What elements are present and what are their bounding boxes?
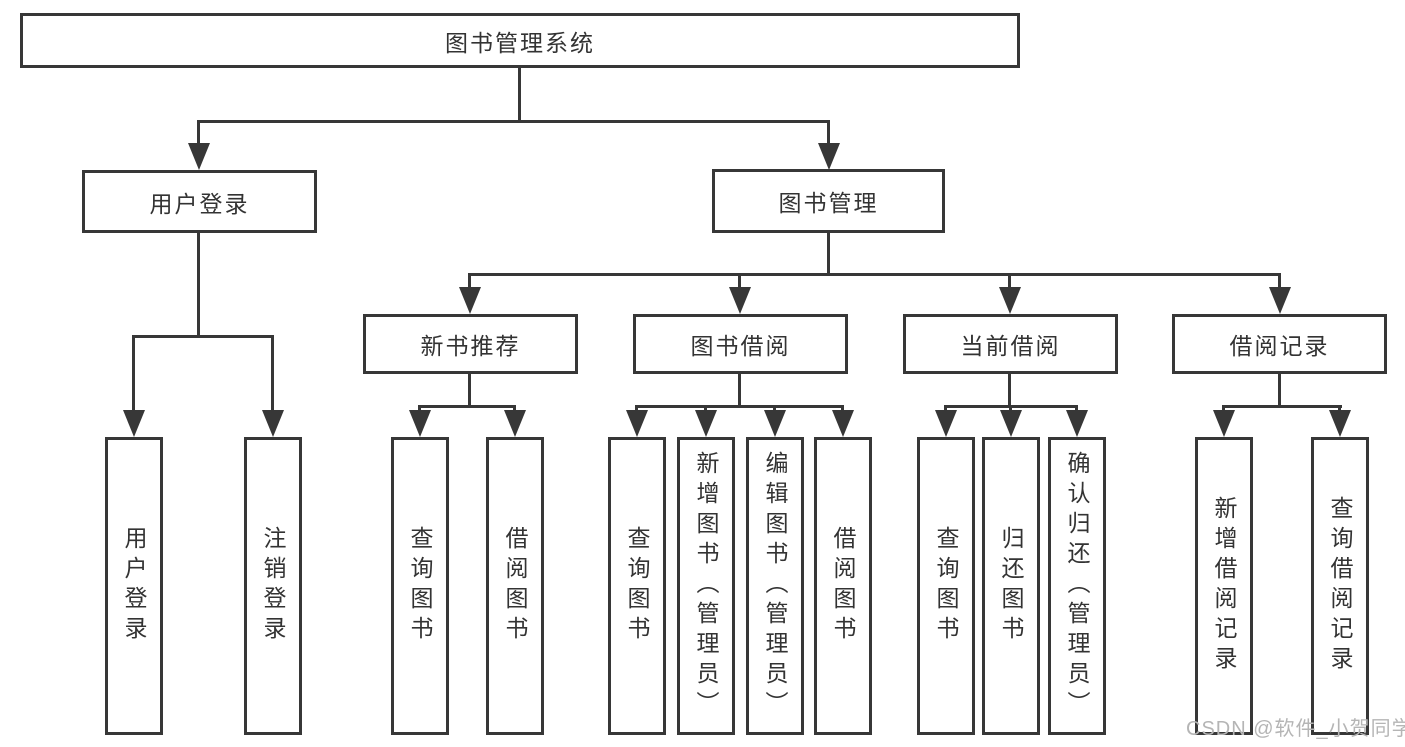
connector-line xyxy=(418,405,516,408)
leaf-logout: 注销登录 xyxy=(244,437,302,735)
leaf-user-login: 用户登录 xyxy=(105,437,163,735)
connector-line xyxy=(827,120,830,145)
arrow-down xyxy=(764,410,786,437)
arrow-down xyxy=(1000,410,1022,437)
leaf-return-book: 归还图书 xyxy=(982,437,1040,735)
leaf-borrow-books-borrow: 借阅图书 xyxy=(814,437,872,735)
connector-line xyxy=(468,273,1281,276)
node-user-login: 用户登录 xyxy=(82,170,317,233)
arrow-down xyxy=(1269,287,1291,314)
connector-line xyxy=(197,120,200,145)
connector-line xyxy=(1278,273,1281,290)
connector-line xyxy=(468,374,471,405)
leaf-add-book-admin: 新增图书（管理员） xyxy=(677,437,735,735)
arrow-down xyxy=(626,410,648,437)
connector-line xyxy=(1278,374,1281,405)
connector-line xyxy=(271,335,274,412)
arrow-down xyxy=(1329,410,1351,437)
connector-line xyxy=(518,68,521,120)
leaf-add-borrow-record: 新增借阅记录 xyxy=(1195,437,1253,735)
leaf-confirm-return-admin: 确认归还（管理员） xyxy=(1048,437,1106,735)
connector-line xyxy=(1222,405,1225,413)
leaf-edit-book-admin: 编辑图书（管理员） xyxy=(746,437,804,735)
arrow-down xyxy=(999,287,1021,314)
arrow-down xyxy=(123,410,145,437)
connector-line xyxy=(197,120,830,123)
connector-line xyxy=(773,405,776,413)
leaf-borrow-books-recommend: 借阅图书 xyxy=(486,437,544,735)
connector-line xyxy=(704,405,707,413)
connector-line xyxy=(1338,405,1341,413)
connector-line xyxy=(944,405,947,413)
connector-line xyxy=(1222,405,1342,408)
connector-line xyxy=(827,233,830,274)
node-book-borrow: 图书借阅 xyxy=(633,314,848,374)
leaf-query-books-current: 查询图书 xyxy=(917,437,975,735)
leaf-query-books-recommend: 查询图书 xyxy=(391,437,449,735)
connector-line xyxy=(1008,273,1011,290)
node-book-management: 图书管理 xyxy=(712,169,945,233)
arrow-down xyxy=(1066,410,1088,437)
arrow-down xyxy=(818,143,840,170)
arrow-down xyxy=(262,410,284,437)
leaf-query-books-borrow: 查询图书 xyxy=(608,437,666,735)
leaf-query-borrow-record: 查询借阅记录 xyxy=(1311,437,1369,735)
arrow-down xyxy=(504,410,526,437)
connector-line xyxy=(738,273,741,290)
connector-line xyxy=(1008,374,1011,405)
connector-line xyxy=(841,405,844,413)
arrow-down xyxy=(729,287,751,314)
connector-line xyxy=(197,232,200,335)
connector-line xyxy=(635,405,844,408)
arrow-down xyxy=(832,410,854,437)
csdn-watermark: CSDN @软件_小贺同学 xyxy=(1186,718,1405,740)
connector-line xyxy=(132,335,274,338)
connector-line xyxy=(1009,405,1012,413)
connector-line xyxy=(635,405,638,413)
arrow-down xyxy=(695,410,717,437)
connector-line xyxy=(418,405,421,413)
arrow-down xyxy=(188,143,210,170)
arrow-down xyxy=(935,410,957,437)
arrow-down xyxy=(1213,410,1235,437)
node-borrow-records: 借阅记录 xyxy=(1172,314,1387,374)
node-library-management-system: 图书管理系统 xyxy=(20,13,1020,68)
node-current-borrow: 当前借阅 xyxy=(903,314,1118,374)
arrow-down xyxy=(409,410,431,437)
connector-line xyxy=(468,273,471,290)
connector-line xyxy=(1075,405,1078,413)
connector-line xyxy=(132,335,135,412)
node-new-book-recommend: 新书推荐 xyxy=(363,314,578,374)
connector-line xyxy=(738,374,741,405)
connector-line xyxy=(513,405,516,413)
arrow-down xyxy=(459,287,481,314)
